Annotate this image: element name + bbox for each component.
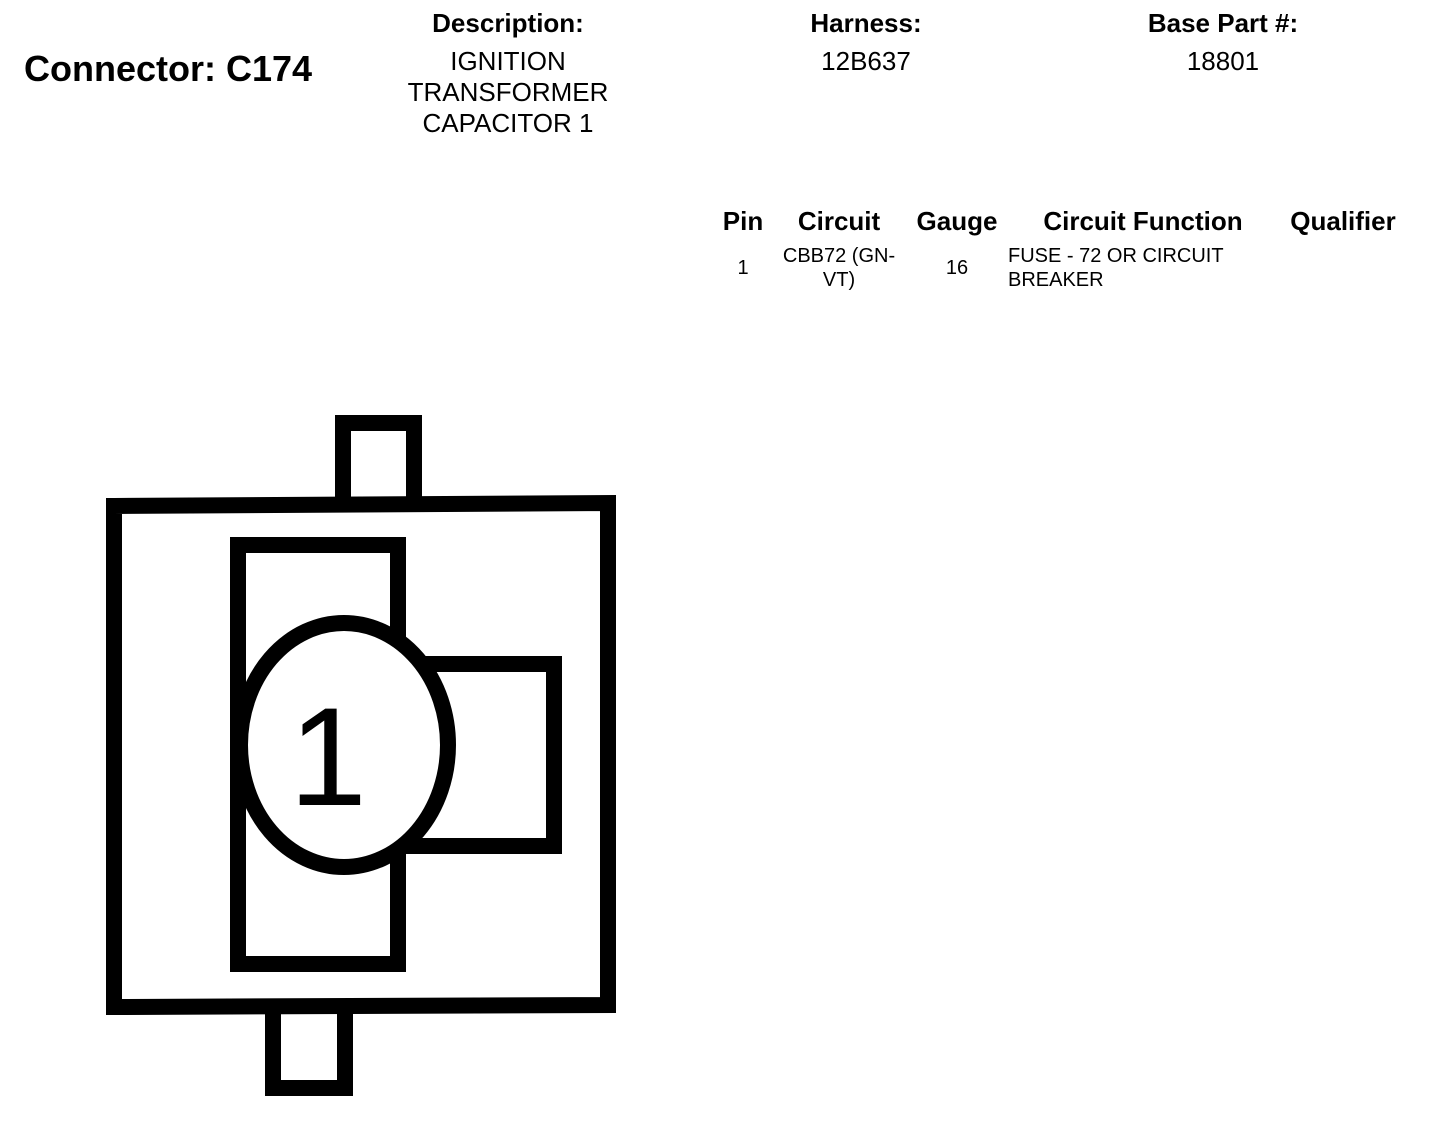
harness-value: 12B637 <box>821 46 911 76</box>
column-header-qualifier: Qualifier <box>1290 206 1396 236</box>
cell-pin: 1 <box>737 257 749 279</box>
cell-circuit: CBB72 (GN-VT) <box>782 245 896 291</box>
column-header-gauge: Gauge <box>916 206 998 236</box>
base-part-label: Base Part #: <box>1147 8 1299 38</box>
cell-circuit-function: FUSE - 72 OR CIRCUIT BREAKER <box>1008 245 1224 291</box>
cell-gauge: 16 <box>945 257 969 279</box>
column-header-pin: Pin <box>722 206 764 236</box>
description-label: Description: <box>432 8 584 38</box>
pin-terminal-circle <box>232 615 456 875</box>
description-line: TRANSFORMER <box>407 77 609 107</box>
bottom-latch-tab <box>265 1008 353 1096</box>
connector-title: Connector: C174 <box>24 48 313 89</box>
connector-housing-outline <box>106 494 616 1016</box>
column-header-circuit: Circuit <box>797 206 881 236</box>
pin-cavity-key <box>404 656 562 854</box>
column-header-circuit-function: Circuit Function <box>1043 206 1243 236</box>
base-part-value: 18801 <box>1186 46 1260 76</box>
top-latch-tab <box>335 415 422 502</box>
description-line: IGNITION <box>450 46 566 76</box>
harness-label: Harness: <box>810 8 922 38</box>
description-value: IGNITION TRANSFORMER CAPACITOR 1 <box>380 46 636 139</box>
pin-number-label: 1 <box>289 678 367 835</box>
description-line: CAPACITOR 1 <box>422 108 594 138</box>
